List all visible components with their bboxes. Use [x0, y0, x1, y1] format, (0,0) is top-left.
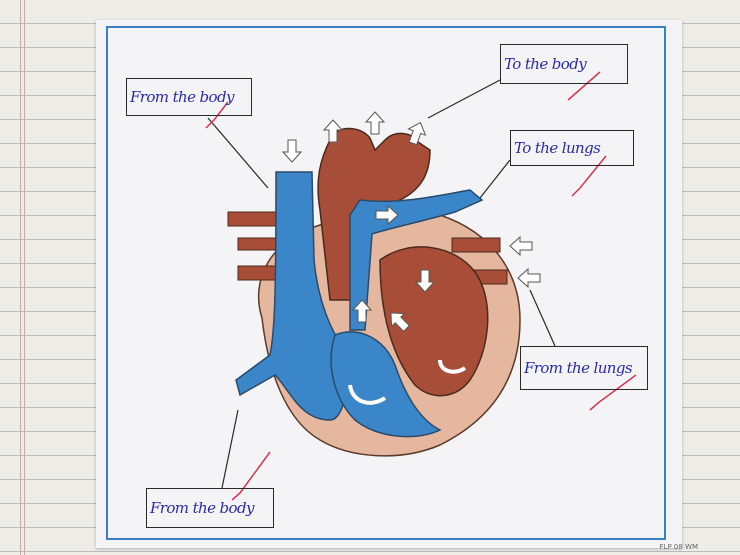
label-from-the-body-bottom: From the body: [146, 488, 274, 528]
label-to-the-body: To the body: [500, 44, 628, 84]
margin-line: [20, 0, 21, 555]
aorta: [317, 127, 431, 301]
label-from-the-body-top: From the body: [126, 78, 252, 116]
worksheet-border: [106, 26, 666, 540]
pulmonary-vein: [451, 237, 501, 253]
tick-mark: [589, 374, 637, 411]
leader-line: [529, 289, 556, 347]
right-ventricle: [330, 331, 442, 438]
flow-arrow: [282, 139, 302, 163]
tick-mark: [205, 101, 229, 129]
flow-arrow: [365, 111, 385, 135]
tick-mark: [567, 71, 601, 101]
flow-arrow: [438, 359, 467, 374]
leader-line: [207, 117, 269, 189]
tick-mark: [231, 451, 271, 501]
flow-arrow: [348, 384, 387, 405]
vena-cava: [235, 171, 348, 421]
left-ventricle: [379, 246, 489, 397]
margin-line: [24, 0, 25, 555]
tick-mark: [571, 155, 607, 197]
flow-arrow: [517, 268, 541, 288]
pulmonary-trunk: [349, 189, 484, 331]
flow-arrow: [509, 236, 533, 256]
leader-line: [427, 79, 501, 119]
leader-line: [221, 409, 239, 489]
credit-text: FLP 08 WM: [659, 543, 698, 551]
label-to-the-lungs: To the lungs: [510, 130, 634, 166]
leader-line: [479, 159, 511, 199]
label-from-the-lungs: From the lungs: [520, 346, 648, 390]
